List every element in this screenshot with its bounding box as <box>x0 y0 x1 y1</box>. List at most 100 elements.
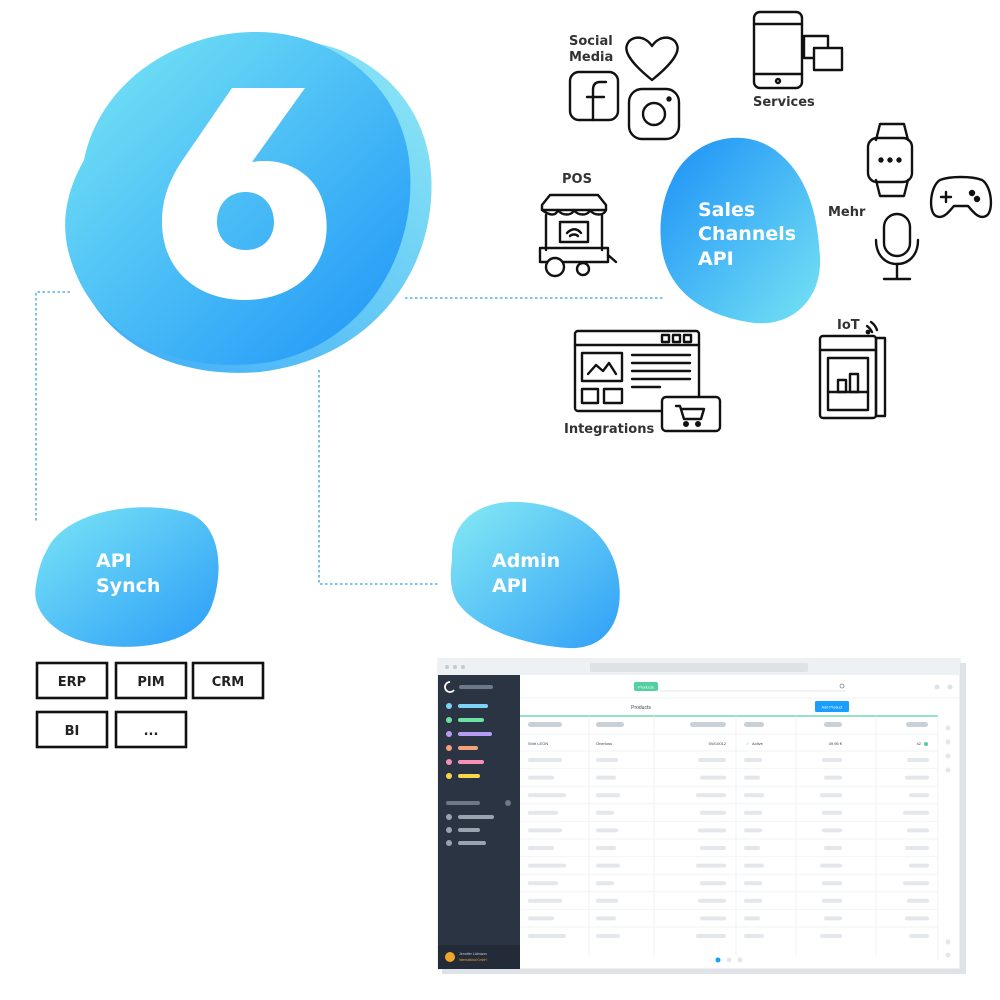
table-cell-placeholder <box>907 898 929 903</box>
rail-action[interactable] <box>945 952 951 958</box>
search-icon[interactable] <box>839 683 845 689</box>
admin-brand-placeholder <box>459 685 493 689</box>
sidebar-nav-item[interactable] <box>458 774 480 778</box>
system-box-crm: CRM <box>191 661 265 700</box>
user-avatar[interactable] <box>445 952 455 962</box>
sidebar-sub-item[interactable] <box>458 828 480 832</box>
rail-action[interactable] <box>945 767 951 773</box>
table-cell-placeholder <box>909 934 929 938</box>
table-cell-placeholder <box>903 810 929 815</box>
admin-api-blob <box>450 501 620 649</box>
rail-action[interactable] <box>945 725 951 731</box>
table-cell-placeholder <box>698 758 726 762</box>
table-cell-placeholder <box>905 775 929 780</box>
sidebar-nav <box>446 703 492 779</box>
sidebar-nav-item[interactable] <box>458 760 484 764</box>
column-header[interactable] <box>528 722 562 727</box>
table-cell-placeholder <box>744 793 764 798</box>
table-cell-placeholder <box>744 934 764 938</box>
table-cell-placeholder <box>905 846 929 850</box>
column-header[interactable] <box>906 722 928 727</box>
api-synch-node: API Synch <box>35 507 219 647</box>
sidebar-nav-item[interactable] <box>458 732 492 736</box>
sidebar-section-title <box>446 801 480 805</box>
pos-cart-icon <box>538 193 618 278</box>
integrations-label: Integrations <box>564 422 654 437</box>
add-product-button[interactable] <box>815 701 849 712</box>
admin-api-label-2: API <box>492 575 528 597</box>
mehr-label: Mehr <box>828 205 866 220</box>
table-cell-placeholder <box>907 828 929 833</box>
sidebar-nav-dot <box>446 759 452 765</box>
table-cell-placeholder <box>909 793 929 798</box>
table-cell-placeholder <box>528 758 562 762</box>
search-tag[interactable] <box>634 682 658 691</box>
column-header[interactable] <box>596 722 624 727</box>
sidebar-sub-item[interactable] <box>458 841 486 845</box>
pagination-dot[interactable] <box>737 957 743 963</box>
address-bar <box>590 663 808 672</box>
api-synch-label-1: API <box>96 550 132 572</box>
table-cell-placeholder <box>907 758 929 762</box>
table-cell-placeholder <box>700 881 726 886</box>
rail-action[interactable] <box>945 939 951 945</box>
window-dot-max <box>461 665 465 669</box>
social-media-label-2: Media <box>569 50 613 65</box>
sidebar-nav-dot <box>446 745 452 751</box>
gamepad-icon <box>929 175 993 219</box>
window-dot-close <box>445 665 449 669</box>
table-cell-placeholder <box>698 898 726 903</box>
connector-lines <box>35 291 664 585</box>
system-box-erp: ERP <box>35 661 109 700</box>
header-action-1[interactable] <box>934 684 940 690</box>
cell-status-check: ✓ <box>746 741 749 746</box>
sidebar-nav-item[interactable] <box>458 704 488 708</box>
table-cell-placeholder <box>528 810 558 815</box>
rail-action[interactable] <box>945 739 951 745</box>
browser-cart-icon <box>573 329 722 433</box>
sidebar-sub-items <box>446 814 494 846</box>
table-cell-placeholder <box>744 898 762 903</box>
sidebar-settings-icon[interactable] <box>505 800 511 806</box>
services-label: Services <box>753 95 815 110</box>
table-cell-placeholder <box>744 916 760 921</box>
sidebar-nav-dot <box>446 773 452 779</box>
sales-channels-blob <box>660 137 821 324</box>
cell-name: Shirt LEON <box>528 741 548 746</box>
pagination-dot[interactable] <box>726 957 732 963</box>
sidebar-nav-dot <box>446 717 452 723</box>
table-cell-placeholder <box>700 846 726 850</box>
table-cell-placeholder <box>824 775 842 780</box>
rail-action[interactable] <box>945 753 951 759</box>
cell-price: 49,95 € <box>829 741 843 746</box>
table-cell-placeholder <box>596 934 620 938</box>
social-media-label-1: Social <box>569 34 613 49</box>
header-action-2[interactable] <box>947 684 953 690</box>
user-company: International GmbH <box>459 958 487 962</box>
sidebar-nav-item[interactable] <box>458 718 484 722</box>
admin-logo-icon <box>444 681 455 693</box>
connector-logo-to-admin <box>318 370 440 585</box>
table-cell-placeholder <box>700 810 726 815</box>
column-header[interactable] <box>824 722 842 727</box>
channel-labels: Social Media Services POS Mehr IoT Integ… <box>562 34 866 437</box>
column-header[interactable] <box>744 722 764 727</box>
api-synch-blob <box>35 507 219 647</box>
sidebar-sub-item[interactable] <box>458 815 494 819</box>
table-cell-placeholder <box>822 881 842 886</box>
table-cell-placeholder <box>744 846 760 850</box>
table-cell-placeholder <box>820 934 842 938</box>
table-row-first[interactable]: Shirt LEON Onerloss SW10012 ✓ Active 49,… <box>528 741 928 746</box>
table-cell-placeholder <box>696 863 726 868</box>
api-synch-label-2: Synch <box>96 575 160 597</box>
table-cell-placeholder <box>528 793 566 798</box>
table-cell-placeholder <box>596 863 620 868</box>
table-cell-placeholder <box>596 898 618 903</box>
table-cell-placeholder <box>744 863 764 868</box>
pagination-dot-active[interactable] <box>715 957 721 963</box>
connector-logo-to-synch <box>35 291 70 522</box>
facebook-icon <box>568 70 620 122</box>
sidebar-nav-item[interactable] <box>458 746 478 750</box>
table-cell-placeholder <box>822 828 842 833</box>
column-header[interactable] <box>690 722 726 727</box>
